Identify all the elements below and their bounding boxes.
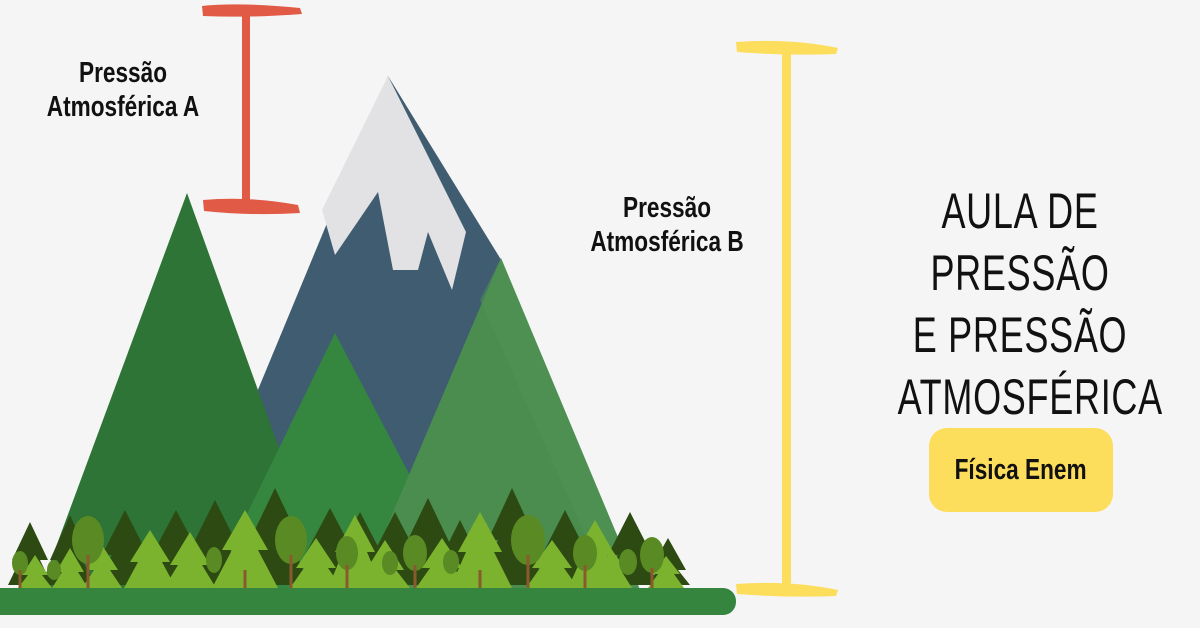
pressure-b-line-1: Pressão xyxy=(622,192,712,224)
title-line-2: E PRESSÃO xyxy=(912,307,1128,363)
pressure-a-label: Pressão Atmosférica A xyxy=(33,56,212,124)
ground xyxy=(0,588,736,615)
badge-label: Física Enem xyxy=(954,453,1088,486)
left-mountain xyxy=(40,193,330,590)
category-badge: Física Enem xyxy=(929,428,1113,512)
pressure-b-marker xyxy=(736,40,838,597)
pressure-a-line-1: Pressão xyxy=(78,57,168,89)
pressure-b-line-2: Atmosférica B xyxy=(590,226,744,258)
pressure-a-line-2: Atmosférica A xyxy=(46,91,200,123)
pressure-b-label: Pressão Atmosférica B xyxy=(577,191,756,259)
page-title: AULA DE PRESSÃO E PRESSÃO ATMOSFÉRICA xyxy=(897,180,1163,428)
round-trees xyxy=(12,515,664,588)
title-line-1: AULA DE PRESSÃO xyxy=(930,183,1110,301)
title-line-3: ATMOSFÉRICA xyxy=(897,369,1163,425)
snow-cap xyxy=(322,76,466,290)
pressure-a-marker xyxy=(202,4,302,215)
